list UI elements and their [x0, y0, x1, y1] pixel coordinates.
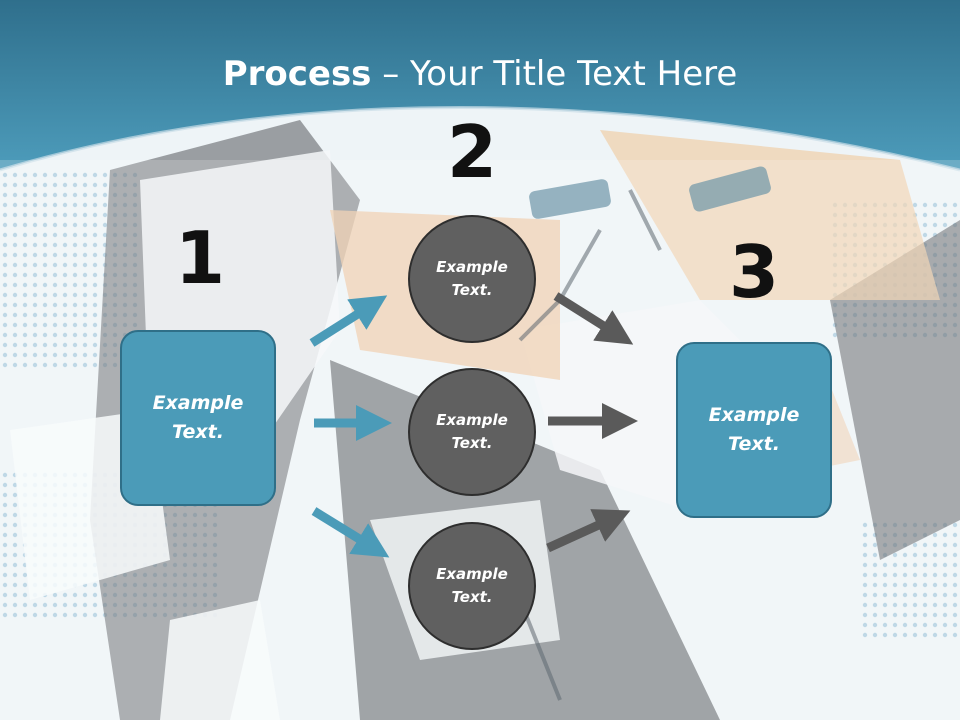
step-number-3: 3	[728, 230, 780, 314]
step-number-1: 1	[174, 216, 226, 300]
end-box: Example Text.	[676, 342, 832, 518]
circle-bottom-text: Example Text.	[436, 565, 508, 606]
circle-top-text: Example Text.	[436, 258, 508, 299]
arrow-box-to-circle-top	[309, 295, 388, 347]
circle-middle-text: Example Text.	[436, 411, 508, 452]
arrow-circle-bottom-to-box	[546, 509, 631, 553]
circle-top: Example Text.	[408, 215, 536, 343]
arrow-circle-top-to-box	[553, 292, 634, 345]
arrow-box-to-circle-bottom	[311, 507, 390, 558]
title-rest: – Your Title Text Here	[371, 54, 738, 94]
title-bold: Process	[222, 54, 372, 94]
start-box: Example Text.	[120, 330, 276, 506]
slide-title: Process – Your Title Text Here	[0, 52, 960, 96]
circle-bottom: Example Text.	[408, 522, 536, 650]
step-number-2: 2	[446, 110, 498, 194]
end-box-text: Example Text.	[708, 404, 800, 455]
circle-middle: Example Text.	[408, 368, 536, 496]
start-box-text: Example Text.	[152, 392, 244, 443]
